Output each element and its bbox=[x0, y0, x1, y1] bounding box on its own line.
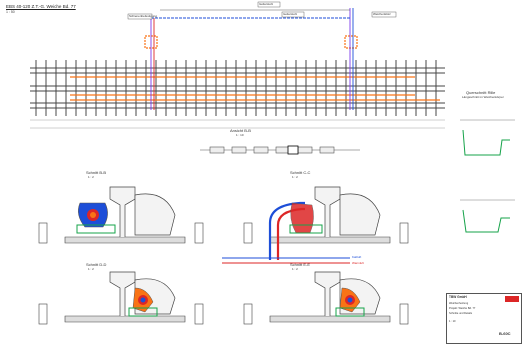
title-block-scale: 1 : 10 bbox=[449, 320, 456, 323]
detail-subtitle: Längsschnitt im Weichenkörper bbox=[462, 95, 504, 99]
title-block-line: Schnitte und Details bbox=[449, 312, 473, 315]
section-title: Schnitt D-D bbox=[86, 262, 107, 267]
section-scale: 1 : 2 bbox=[88, 175, 94, 179]
title-block-company: TBW GmbH bbox=[449, 295, 467, 299]
section-title: Schnitt E-E bbox=[290, 262, 311, 267]
leader-label: Schienenbefestigung bbox=[129, 14, 158, 18]
legend-cold: Kaltluft bbox=[352, 255, 362, 259]
drawing-header: EBS 40-120 Z.T.-G. Weiche Bd. 77 bbox=[6, 4, 76, 9]
title-block-number: B-60C bbox=[499, 331, 511, 336]
plan-view-label: Ansicht B-B bbox=[230, 128, 251, 133]
title-block-line: Projekt: Weiche Bd. 77 bbox=[449, 307, 476, 310]
legend-warm: Warmluft bbox=[352, 261, 364, 265]
detail-title: Querschnitt Rille bbox=[466, 90, 496, 95]
leader-label: Weichenklotz bbox=[373, 12, 391, 16]
section-scale: 1 : 2 bbox=[88, 267, 94, 271]
title-block-line: Weichenheizung bbox=[449, 302, 469, 305]
section-scale: 1 : 2 bbox=[292, 175, 298, 179]
leader-label: Isolierstoß bbox=[259, 2, 273, 6]
section-title: Schnitt C-C bbox=[290, 170, 311, 175]
section-scale: 1 : 2 bbox=[292, 267, 298, 271]
drawing-scale: 1 : 50 bbox=[6, 10, 15, 14]
leader-label: Isolierstoß bbox=[283, 12, 297, 16]
plan-view-scale: 1 : 10 bbox=[236, 133, 244, 137]
title-block: TBW GmbH Weichenheizung Projekt: Weiche … bbox=[446, 293, 522, 344]
section-title: Schnitt B-B bbox=[86, 170, 107, 175]
company-logo bbox=[505, 296, 519, 302]
